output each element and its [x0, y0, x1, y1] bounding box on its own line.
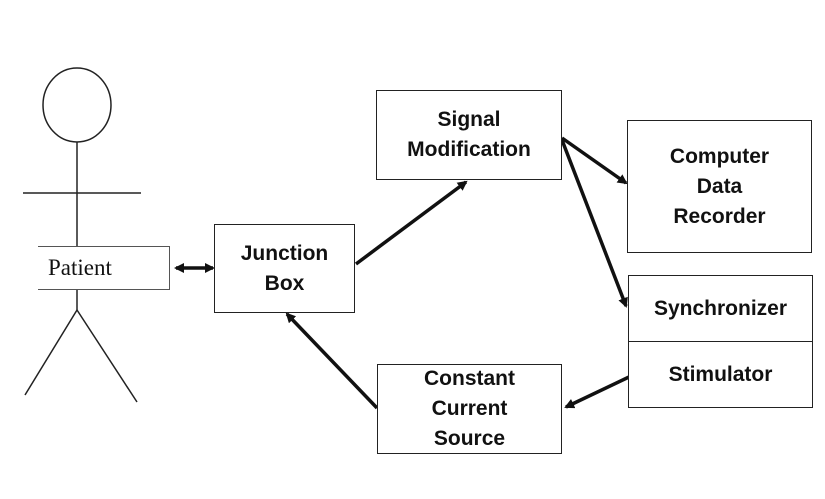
- arrow-signal-recorder: [560, 136, 628, 185]
- signal-modification-box: Signal Modification: [376, 90, 562, 180]
- arrow-current-junction: [285, 312, 379, 410]
- patient-figure: [23, 67, 141, 403]
- arrow-signal-synchronizer: [560, 139, 628, 308]
- junction-box: Junction Box: [214, 224, 355, 313]
- patient-head: [42, 67, 112, 143]
- constant-current-source-box: Constant Current Source: [377, 364, 562, 454]
- patient-left-leg: [24, 309, 78, 396]
- arrow-junction-signal: [354, 180, 468, 266]
- patient-label: Patient: [38, 246, 170, 290]
- computer-data-recorder-box: Computer Data Recorder: [627, 120, 812, 253]
- patient-right-leg: [76, 309, 138, 403]
- stimulator-box: Stimulator: [628, 341, 813, 408]
- synchronizer-box: Synchronizer: [628, 275, 813, 343]
- arrow-stimulator-current: [564, 375, 630, 409]
